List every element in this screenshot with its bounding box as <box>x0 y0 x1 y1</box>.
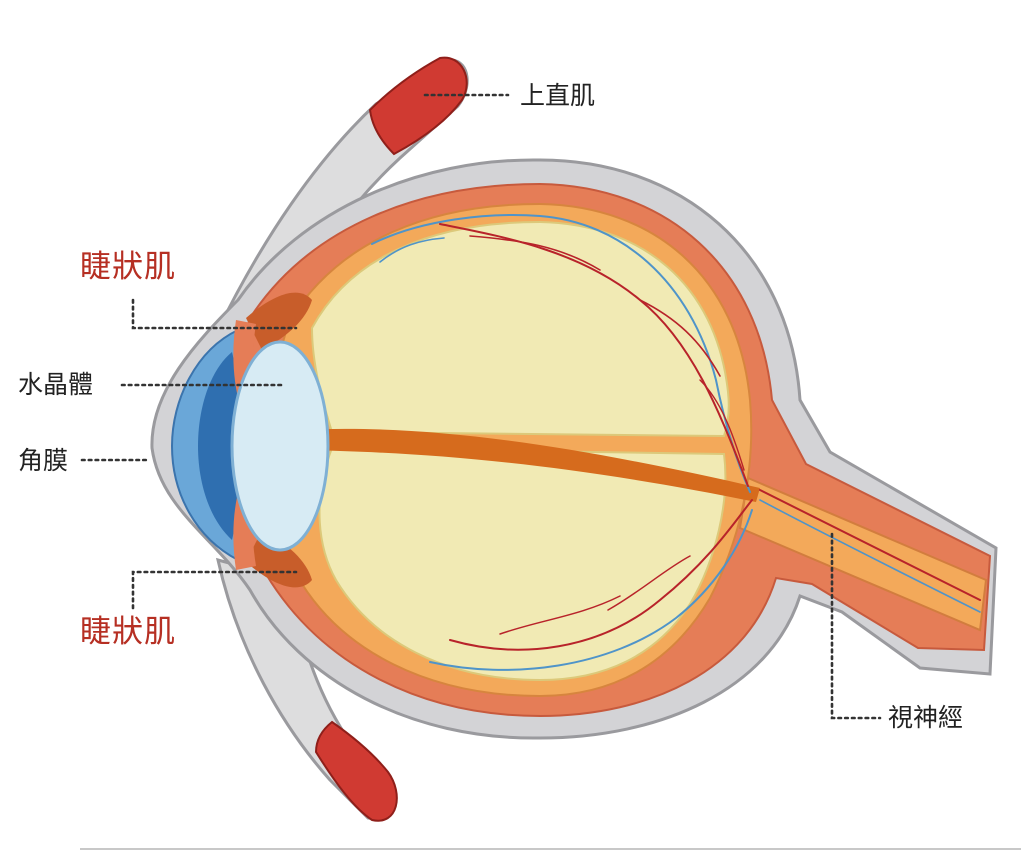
ciliary-muscle-upper-label: 睫狀肌 <box>80 252 176 283</box>
superior-rectus-label: 上直肌 <box>520 83 595 108</box>
cornea-label: 角膜 <box>18 448 68 473</box>
lens-label: 水晶體 <box>18 372 93 397</box>
ciliary-muscle-lower-label: 睫狀肌 <box>80 617 176 648</box>
lens <box>232 342 328 550</box>
optic-nerve-label: 視神經 <box>888 705 963 730</box>
